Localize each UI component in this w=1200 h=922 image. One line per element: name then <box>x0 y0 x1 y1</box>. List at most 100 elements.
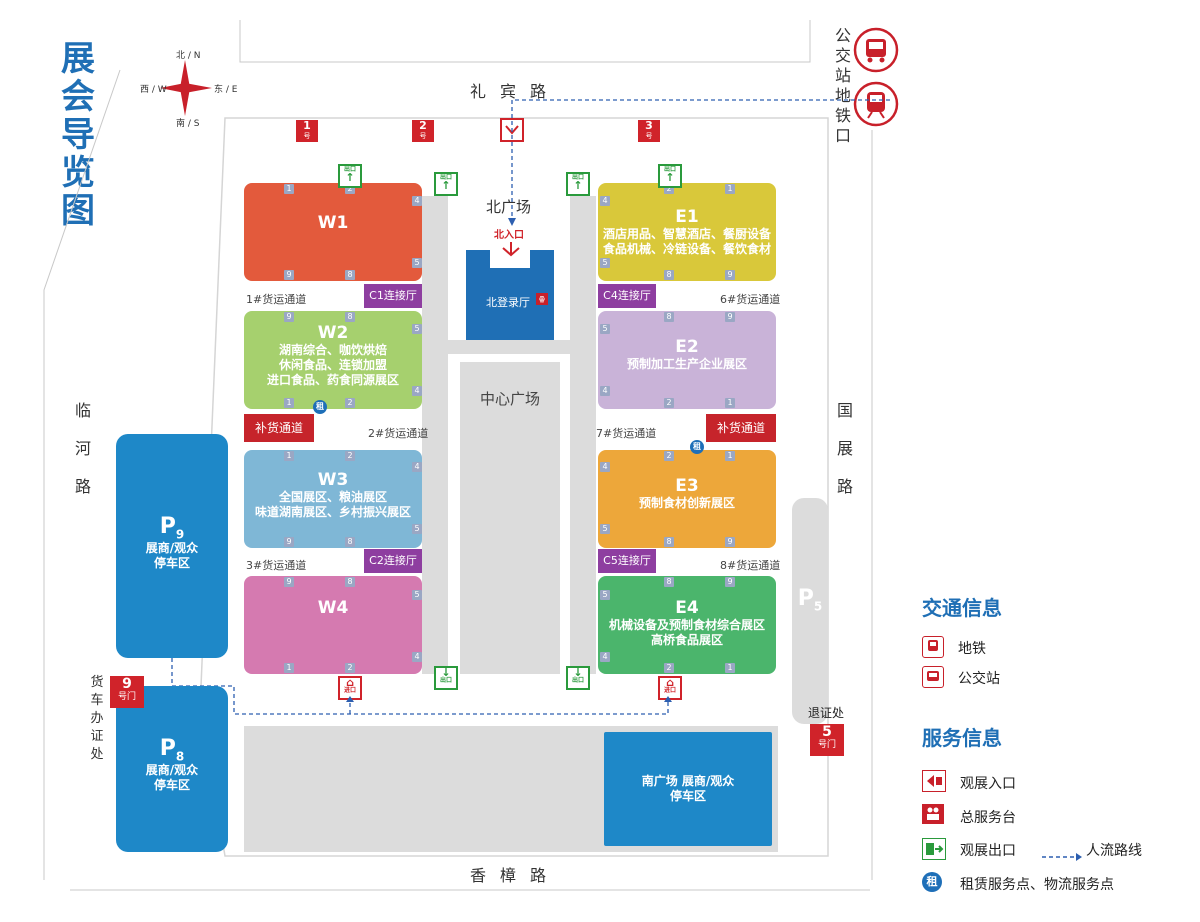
hall-w4-name: W4 <box>317 598 349 618</box>
parking-p8-text-2: 停车区 <box>153 778 190 793</box>
door-badge: 1 <box>725 451 735 461</box>
hall-w1[interactable]: W1 <box>244 183 422 281</box>
door-badge: 8 <box>664 577 674 587</box>
rent-service-point[interactable]: 租 <box>690 440 704 454</box>
legend-rent-icon: 租 <box>922 872 942 892</box>
compass-rose-icon <box>160 60 212 116</box>
legend-bus: 公交站 <box>958 671 1000 687</box>
hall-e3[interactable]: E3 预制食材创新展区 <box>598 450 776 548</box>
hall-e3-sub-1: 预制食材创新展区 <box>638 496 735 510</box>
compass-north: 北 / N <box>176 51 201 61</box>
entrance-w4-south[interactable]: ⌂进口 <box>338 676 362 700</box>
hall-e4-name: E4 <box>675 598 699 618</box>
door-badge: 9 <box>725 312 735 322</box>
parking-p8-text-1: 展商/观众 <box>145 763 199 778</box>
parking-p5[interactable]: P5 <box>792 498 828 724</box>
parking-p9[interactable]: P9 展商/观众 停车区 <box>116 434 228 658</box>
bus-stop-icon <box>852 26 900 78</box>
door-badge: 1 <box>725 184 735 194</box>
door-badge: 8 <box>345 312 355 322</box>
legend-flow-icon <box>1042 846 1082 865</box>
hall-e4-sub-2: 高桥食品展区 <box>650 633 723 647</box>
door-badge: 2 <box>664 663 674 673</box>
parking-p5-num: 5 <box>813 599 823 614</box>
connector-c1[interactable]: C1连接厅 <box>364 284 422 308</box>
cross-corridor <box>448 340 570 354</box>
door-badge: 2 <box>345 663 355 673</box>
door-badge: 4 <box>412 386 422 396</box>
restock-lane-east[interactable]: 补货通道 <box>706 414 776 442</box>
hall-e1[interactable]: E1 酒店用品、智慧酒店、餐厨设备 食品机械、冷链设备、餐饮食材 <box>598 183 776 281</box>
legend-bus-icon <box>922 666 944 688</box>
connector-c2[interactable]: C2连接厅 <box>364 549 422 573</box>
hall-w4[interactable]: W4 <box>244 576 422 674</box>
hall-e2-name: E2 <box>675 337 699 357</box>
exit-west-corridor-south[interactable]: ↓出口 <box>434 666 458 690</box>
north-hall-label: 北登录厅 <box>486 296 530 309</box>
door-badge: 8 <box>345 537 355 547</box>
north-gate-entrance-icon[interactable] <box>500 118 524 142</box>
road-west: 临河路 <box>74 401 91 496</box>
gate-1-num: 1 <box>303 119 311 132</box>
hall-w2-sub-3: 进口食品、药食同源展区 <box>266 373 399 387</box>
compass-west: 西 / W <box>140 85 167 95</box>
door-badge: 1 <box>284 663 294 673</box>
door-badge: 2 <box>664 398 674 408</box>
north-entrance-icon[interactable] <box>500 240 522 262</box>
hall-e4[interactable]: E4 机械设备及预制食材综合展区 高桥食品展区 <box>598 576 776 674</box>
door-badge: 8 <box>664 312 674 322</box>
legend-service-desk: 总服务台 <box>960 810 1016 826</box>
exit-label: 出口 <box>343 166 356 173</box>
legend-service-desk-icon <box>922 804 944 824</box>
exit-e1-north[interactable]: 出口↑ <box>658 164 682 188</box>
parking-south-text-2: 停车区 <box>669 789 706 803</box>
legend-transport-title: 交通信息 <box>922 596 1002 620</box>
door-badge: 5 <box>412 324 422 334</box>
hall-w2-sub-1: 湖南综合、咖饮烘焙 <box>278 343 387 357</box>
door-badge: 5 <box>600 324 610 334</box>
freight-channel-1: 1#货运通道 <box>246 293 307 306</box>
door-badge: 8 <box>345 577 355 587</box>
gate-3-unit: 号 <box>645 132 653 140</box>
parking-p8-num: 8 <box>175 749 185 764</box>
parking-p8[interactable]: P8 展商/观众 停车区 <box>116 686 228 852</box>
hall-e2[interactable]: E2 预制加工生产企业展区 <box>598 311 776 409</box>
door-badge: 8 <box>664 537 674 547</box>
compass-south: 南 / S <box>176 119 200 129</box>
door-badge: 5 <box>412 258 422 268</box>
restock-lane-west[interactable]: 补货通道 <box>244 414 314 442</box>
parking-south-plaza[interactable]: 南广场 展商/观众 停车区 <box>604 732 772 846</box>
hall-e1-sub-2: 食品机械、冷链设备、餐饮食材 <box>602 242 771 256</box>
door-badge: 4 <box>600 462 610 472</box>
door-badge: 9 <box>725 537 735 547</box>
hall-w2[interactable]: W2 湖南综合、咖饮烘焙 休闲食品、连锁加盟 进口食品、药食同源展区 <box>244 311 422 409</box>
parking-p9-text-1: 展商/观众 <box>145 541 199 556</box>
exit-label: 出口 <box>571 677 584 684</box>
hall-e1-sub-1: 酒店用品、智慧酒店、餐厨设备 <box>602 227 771 241</box>
gate-1-unit: 号 <box>303 132 311 140</box>
road-east: 国展路 <box>836 401 853 496</box>
north-registration-hall[interactable]: 北登录厅 ꙮ <box>466 250 554 340</box>
entry-label: 进口 <box>343 687 356 694</box>
connector-c4[interactable]: C4连接厅 <box>598 284 656 308</box>
central-square-label: 中心广场 <box>479 390 540 408</box>
hall-w3[interactable]: W3 全国展区、粮油展区 味道湖南展区、乡村振兴展区 <box>244 450 422 548</box>
gate-9-unit: 号门 <box>117 692 136 702</box>
exit-east-corridor-north[interactable]: 出口↑ <box>566 172 590 196</box>
entrance-e4-south[interactable]: ⌂进口 <box>658 676 682 700</box>
hall-e3-name: E3 <box>675 476 699 496</box>
parking-south-text-1: 南广场 展商/观众 <box>641 774 735 788</box>
exit-w1-north[interactable]: 出口↑ <box>338 164 362 188</box>
rent-service-point[interactable]: 租 <box>313 400 327 414</box>
connector-c5[interactable]: C5连接厅 <box>598 549 656 573</box>
door-badge: 5 <box>600 258 610 268</box>
exit-east-corridor-south[interactable]: ↓出口 <box>566 666 590 690</box>
exit-west-corridor-north[interactable]: 出口↑ <box>434 172 458 196</box>
north-square-label: 北广场 <box>486 198 532 216</box>
legend-metro: 地铁 <box>958 641 986 657</box>
